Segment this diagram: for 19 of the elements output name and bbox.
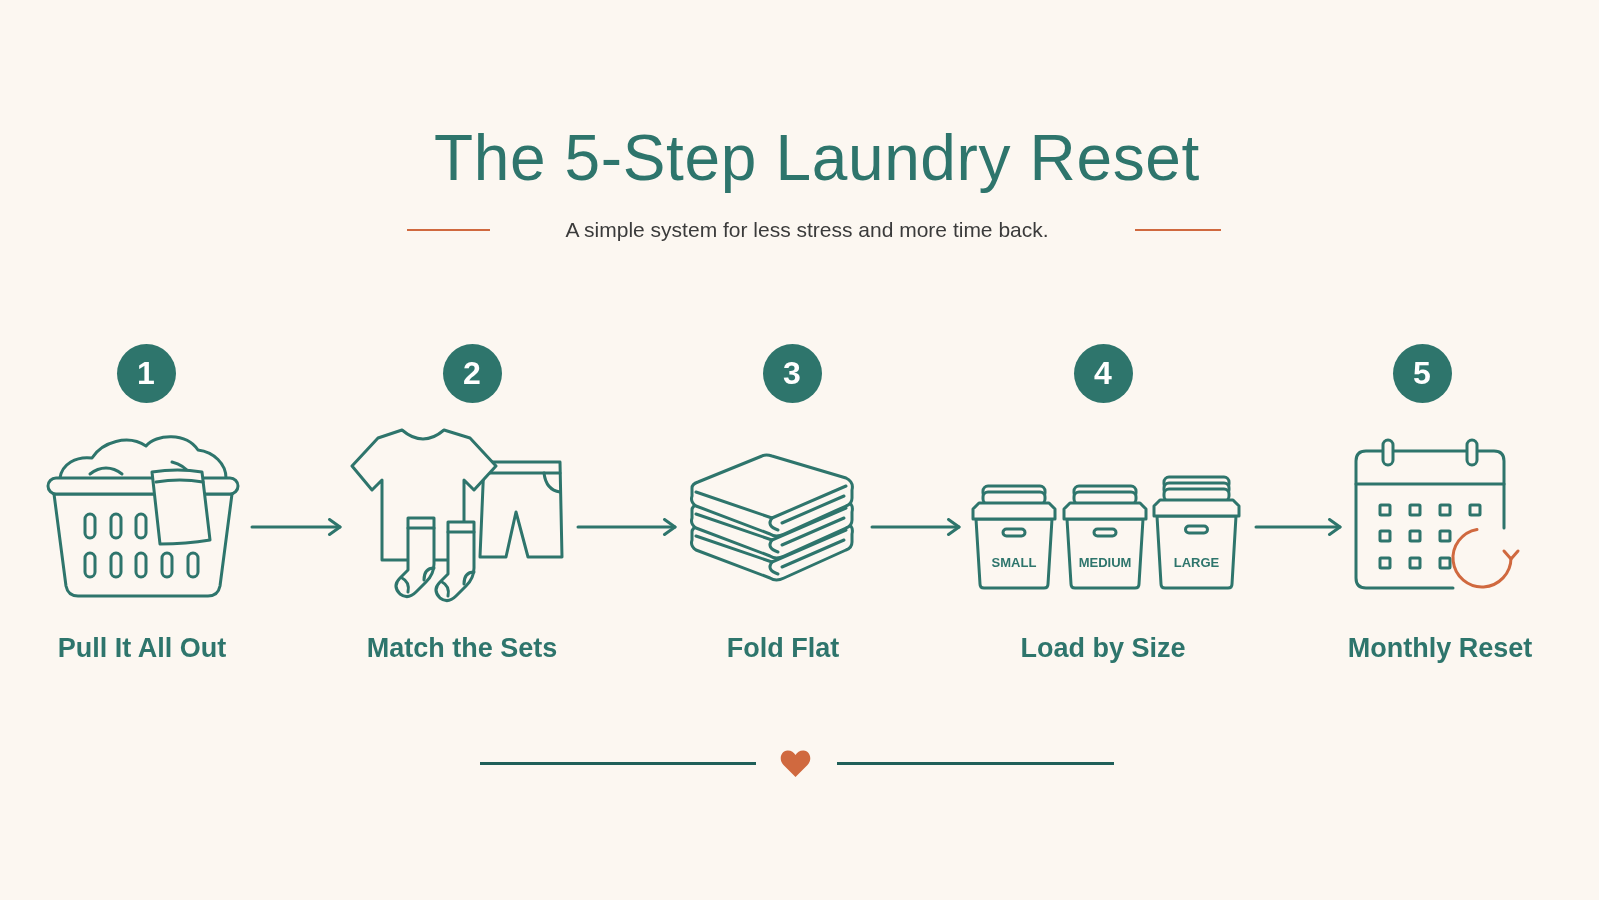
step-number: 3 [762,343,822,403]
bin-size-label: SMALL [991,555,1037,571]
step-label: Load by Size [1020,632,1186,664]
step-number: 2 [442,343,502,403]
title: The 5-Step Laundry Reset [434,121,1200,196]
arrow [870,518,961,536]
step-number: 4 [1073,343,1133,403]
subtitle: A simple system for less stress and more time back. [565,217,1049,243]
step-label: Monthly Reset [1347,632,1533,664]
arrow [250,518,342,536]
arrow [576,518,677,536]
step-label: Pull It All Out [57,632,227,664]
step-number: 1 [116,343,176,403]
arrow [1254,518,1342,536]
step-label: Fold Flat [726,632,840,664]
bin-size-label: LARGE [1173,555,1220,571]
step-label: Match the Sets [366,632,558,664]
bin-size-label: MEDIUM [1078,555,1132,571]
step-number: 5 [1392,343,1452,403]
